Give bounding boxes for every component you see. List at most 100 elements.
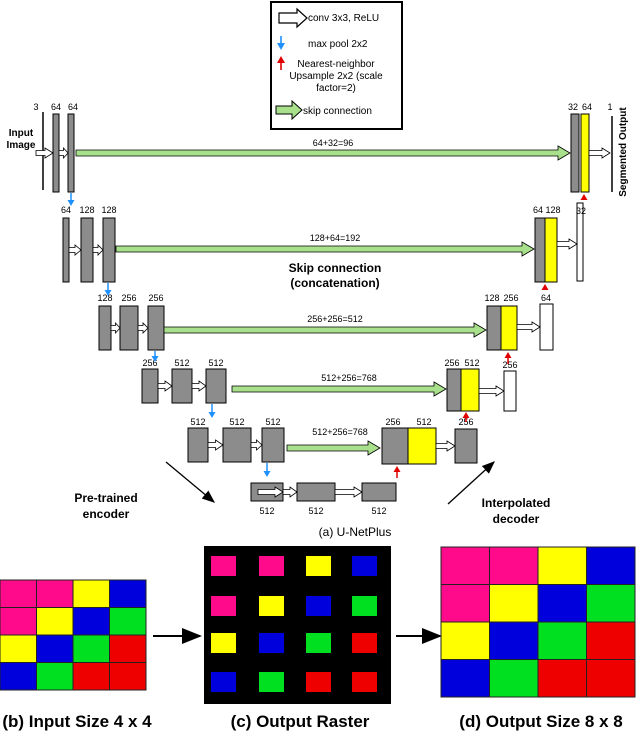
decoder-l2-conv-arrow (556, 238, 578, 250)
output-cell-r2c2 (537, 621, 587, 660)
skip-connection-arrow-3 (163, 322, 487, 338)
encoder-l3-block-1 (98, 305, 112, 351)
legend-conv-label: conv 3x3, ReLU (308, 13, 379, 24)
raster-cell-r3c2 (306, 672, 331, 692)
encoder-l4-conv-arrow-2 (191, 380, 207, 392)
raster-cell-r0c2 (306, 556, 331, 576)
encoder-l2-conv-arrow-1 (68, 244, 82, 256)
encoder-l5-count-2: 512 (229, 417, 244, 427)
raster-cell-r2c3 (352, 633, 377, 653)
output-cell-r3c1 (489, 659, 539, 698)
maxpool-arrow-3-head (151, 356, 159, 362)
decoder-l3-count-3: 64 (541, 293, 551, 303)
encoder-bottleneck-block-2 (296, 482, 336, 502)
encoder-l5-block-1 (187, 427, 209, 463)
output-cell-r3c3 (586, 659, 636, 698)
output-cell-r1c2 (537, 584, 587, 623)
raster-cell-r3c1 (259, 672, 284, 692)
decoder-l4-conv-arrow (478, 385, 505, 397)
input-4x4-grid (0, 579, 147, 691)
bottleneck-conv-in (257, 486, 284, 498)
decoder-l3-count-1: 128 (484, 293, 499, 303)
caption-b: (b) Input Size 4 x 4 (2, 712, 152, 731)
output-cell-r2c0 (440, 621, 490, 660)
raster-cell-r2c0 (211, 633, 236, 653)
output-cell-r3c2 (537, 659, 587, 698)
decoder-l2-count-1: 64 (533, 205, 543, 215)
encoder-l3-count-3: 256 (148, 293, 163, 303)
caption-a: (a) U-NetPlus (319, 525, 392, 539)
skip-label-5: 512+256=768 (312, 427, 368, 437)
decoder-l2-white-block (576, 202, 584, 282)
decoder-l2-yellow-block (544, 217, 558, 283)
decoder-l4-count-3: 256 (502, 360, 517, 370)
skip-label-1: 64+32=96 (313, 138, 354, 148)
upsample-arrow-2-head (541, 284, 549, 290)
encoder-l4-count-2: 512 (174, 358, 189, 368)
input-cell-r0c3 (109, 579, 147, 608)
decoder-l4-gray-block (446, 368, 462, 412)
skip-connection-arrow-5 (286, 440, 381, 456)
output-cell-r1c1 (489, 584, 539, 623)
encoder-l3-conv-arrow-1 (110, 321, 121, 335)
output-cell-r1c0 (440, 584, 490, 623)
input-cell-r1c0 (0, 607, 37, 636)
decoder-l1-yellow-block (580, 113, 590, 193)
decoder-l3-conv-arrow (516, 321, 541, 333)
legend-skip-label: skip connection (303, 106, 372, 117)
input-cell-r1c1 (36, 607, 74, 636)
output-cell-r0c2 (537, 546, 587, 585)
upsample-arrow-head-icon (277, 56, 285, 63)
skip-connection-arrow-2 (115, 241, 535, 257)
encoder-direction-arrow (165, 461, 215, 503)
decoder-l1-conv-arrow (588, 147, 611, 159)
output-cell-r0c3 (586, 546, 636, 585)
skip-title-line1: Skip connection (289, 261, 382, 275)
skip-label-2: 128+64=192 (310, 233, 361, 243)
encoder-l5-count-1: 512 (190, 417, 205, 427)
encoder-l3-count-2: 256 (121, 293, 136, 303)
encoder-l3-block-2 (119, 305, 139, 351)
upsample-arrow-1-head (580, 194, 588, 200)
maxpool-arrow-2-head (104, 290, 112, 296)
encoder-l4-block-2 (171, 368, 193, 404)
input-cell-r3c2 (72, 662, 110, 691)
encoder-bottleneck-block-3 (361, 482, 397, 502)
input-cell-r3c3 (109, 662, 147, 691)
output-cell-r3c0 (440, 659, 490, 698)
raster-cell-r1c3 (352, 596, 377, 616)
decoder-l1-count-3: 1 (607, 102, 612, 112)
input-cell-r0c0 (0, 579, 37, 608)
conv-arrow-icon (278, 7, 308, 29)
decoder-l4-white-block (503, 370, 517, 412)
raster-cell-r0c0 (211, 556, 236, 576)
input-cell-r0c2 (72, 579, 110, 608)
decoder-l5-yellow-block (407, 427, 437, 465)
decoder-l5-count-2: 512 (416, 417, 431, 427)
encoder-label-line2: encoder (83, 507, 130, 521)
decoder-l5-conv-arrow (435, 440, 456, 452)
upsample-arrow-4-head (462, 412, 470, 418)
input-cell-r2c2 (72, 634, 110, 663)
legend: conv 3x3, ReLU max pool 2x2 Nearest-neig… (270, 1, 403, 130)
decoder-l2-count-3: 32 (576, 206, 586, 216)
skip-label-3: 256+256=512 (307, 314, 363, 324)
maxpool-arrow-4-head (208, 412, 216, 418)
encoder-l3-block-3 (147, 305, 165, 351)
decoder-l5-count-1: 256 (385, 417, 400, 427)
encoder-l3-conv-arrow-2 (137, 322, 149, 334)
raster-cell-r1c1 (259, 596, 284, 616)
input-cell-r2c3 (109, 634, 147, 663)
decoder-l3-count-2: 256 (503, 293, 518, 303)
input-cell-r0c1 (36, 579, 74, 608)
encoder-l5-block-3 (261, 427, 285, 463)
encoder-l1-count-1: 3 (33, 102, 38, 112)
encoder-l1-count-3: 64 (68, 102, 78, 112)
decoder-l5-gray-block (381, 427, 409, 465)
encoder-l2-conv-arrow-2 (92, 244, 104, 256)
raster-cell-r3c0 (211, 672, 236, 692)
encoder-bottleneck-conv-arrow-1 (282, 486, 298, 498)
output-cell-r0c1 (489, 546, 539, 585)
